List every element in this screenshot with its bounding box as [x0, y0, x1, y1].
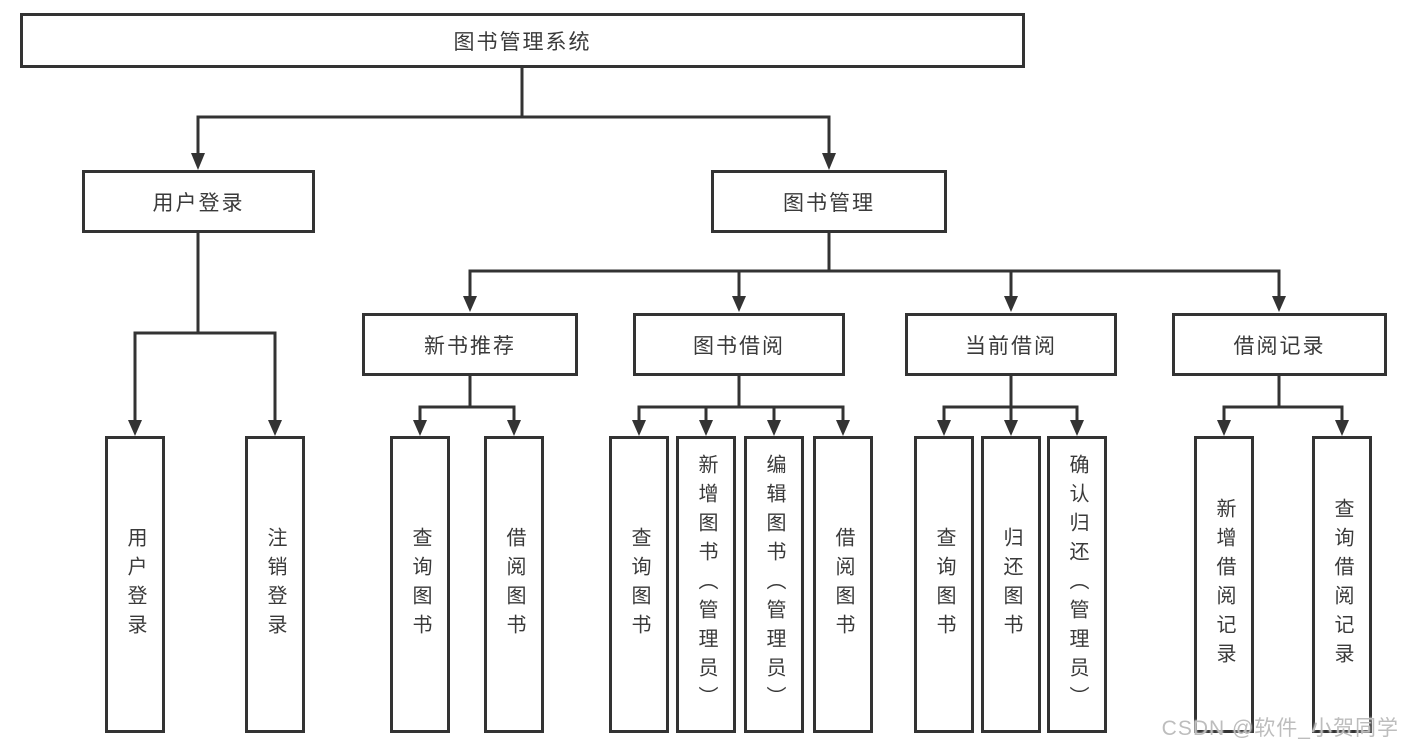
node-leaf-add-borrow-record-label: 新增借阅记录: [1213, 497, 1235, 672]
arrow-down-icon: [1272, 296, 1286, 312]
arrow-down-icon: [1004, 420, 1018, 436]
node-borrow-records-label: 借阅记录: [1233, 334, 1326, 358]
arrow-down-icon: [507, 420, 521, 436]
node-user-login-label: 用户登录: [152, 191, 245, 215]
connector-user-login-split: [133, 233, 277, 420]
node-user-login: 用户登录: [82, 170, 315, 233]
node-leaf-edit-book-admin: 编辑图书（管理员）: [744, 436, 804, 733]
arrow-down-icon: [268, 420, 282, 436]
node-leaf-user-login-label: 用户登录: [124, 526, 146, 643]
node-leaf-edit-book-admin-label: 编辑图书（管理员）: [763, 454, 785, 715]
node-current-borrow: 当前借阅: [905, 313, 1117, 376]
node-book-borrow: 图书借阅: [633, 313, 845, 376]
node-leaf-add-book-admin: 新增图书（管理员）: [676, 436, 736, 733]
connector-root-split: [196, 68, 831, 154]
node-leaf-return-book-label: 归还图书: [1000, 526, 1022, 643]
node-leaf-borrow-book-recommend: 借阅图书: [484, 436, 544, 733]
node-leaf-query-book-current: 查询图书: [914, 436, 974, 733]
node-leaf-confirm-return-admin: 确认归还（管理员）: [1047, 436, 1107, 733]
connector-current-borrow-split: [942, 376, 1079, 421]
node-root-label: 图书管理系统: [453, 30, 592, 54]
connector-book-borrow-split: [637, 376, 845, 421]
arrow-down-icon: [699, 420, 713, 436]
node-leaf-borrow-book-recommend-label: 借阅图书: [503, 526, 525, 643]
node-leaf-query-book-current-label: 查询图书: [933, 526, 955, 643]
arrow-down-icon: [822, 153, 836, 170]
node-current-borrow-label: 当前借阅: [965, 334, 1057, 358]
arrow-down-icon: [937, 420, 951, 436]
connector-new-book-split: [418, 376, 516, 421]
arrow-down-icon: [1070, 420, 1084, 436]
node-book-management-label: 图书管理: [783, 191, 875, 215]
node-book-management: 图书管理: [711, 170, 947, 233]
node-leaf-query-borrow-record: 查询借阅记录: [1312, 436, 1372, 733]
arrow-down-icon: [836, 420, 850, 436]
node-new-book-recommend: 新书推荐: [362, 313, 578, 376]
node-new-book-recommend-label: 新书推荐: [424, 334, 516, 358]
arrow-down-icon: [732, 296, 746, 312]
arrow-down-icon: [1217, 420, 1231, 436]
arrow-down-icon: [767, 420, 781, 436]
arrow-down-icon: [128, 420, 142, 436]
arrow-down-icon: [1004, 296, 1018, 312]
arrow-down-icon: [191, 153, 205, 170]
node-borrow-records: 借阅记录: [1172, 313, 1387, 376]
node-leaf-query-book-borrow-label: 查询图书: [628, 526, 650, 643]
node-leaf-query-book-recommend-label: 查询图书: [409, 526, 431, 643]
node-leaf-logout-label: 注销登录: [264, 526, 286, 643]
node-book-borrow-label: 图书借阅: [693, 334, 785, 358]
connector-book-management-split: [468, 233, 1281, 296]
arrow-down-icon: [632, 420, 646, 436]
node-leaf-add-book-admin-label: 新增图书（管理员）: [695, 454, 717, 715]
csdn-watermark: CSDN @软件_小贺同学: [1161, 717, 1399, 740]
arrow-down-icon: [1335, 420, 1349, 436]
node-leaf-add-borrow-record: 新增借阅记录: [1194, 436, 1254, 733]
node-leaf-query-book-recommend: 查询图书: [390, 436, 450, 733]
node-root: 图书管理系统: [20, 13, 1025, 68]
node-leaf-logout: 注销登录: [245, 436, 305, 733]
arrow-down-icon: [413, 420, 427, 436]
connector-borrow-record-split: [1222, 376, 1344, 421]
node-leaf-borrow-book-label: 借阅图书: [832, 526, 854, 643]
node-leaf-query-borrow-record-label: 查询借阅记录: [1331, 497, 1353, 672]
node-leaf-borrow-book: 借阅图书: [813, 436, 873, 733]
node-leaf-query-book-borrow: 查询图书: [609, 436, 669, 733]
node-leaf-return-book: 归还图书: [981, 436, 1041, 733]
arrow-down-icon: [463, 296, 477, 312]
node-leaf-user-login: 用户登录: [105, 436, 165, 733]
node-leaf-confirm-return-admin-label: 确认归还（管理员）: [1066, 454, 1088, 715]
